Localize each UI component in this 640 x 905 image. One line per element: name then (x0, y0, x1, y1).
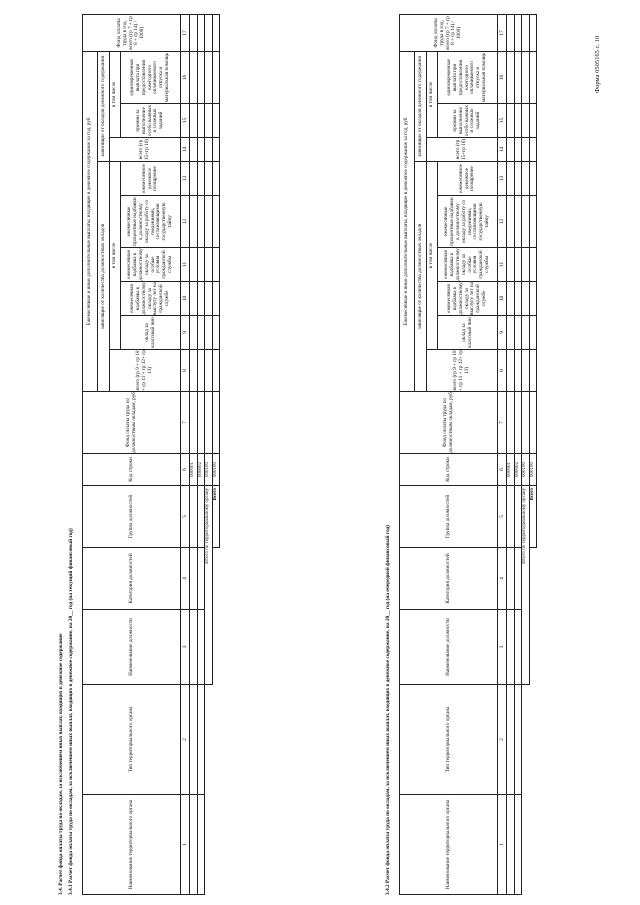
form-label: Форма 0505165 с. 10 (594, 35, 601, 93)
header-state-secret-bonus: ежемесячные процентные надбавки к должно… (120, 195, 181, 248)
header-including: в том числе (109, 161, 121, 350)
table-row: 000002 (514, 14, 522, 895)
header-row-code: Код строки (399, 453, 498, 486)
header-total-8: всего (гр 9 + гр 10 + гр 11 + гр 12+ гр … (426, 349, 498, 392)
total-row-label: Итого по территориальному органу (204, 485, 212, 685)
header-vacation-payment: единовременная выплата при предоставлени… (437, 51, 498, 104)
header-position-category: Категория должностей (399, 547, 498, 610)
header-vacation-payment: единовременная выплата при предоставлени… (120, 51, 181, 104)
header-org-type: Тип территориального органа (82, 684, 181, 795)
row-code: 000001 (189, 453, 197, 486)
header-state-secret-bonus: ежемесячные процентные надбавки к должно… (437, 195, 498, 248)
header-org-name: Наименование территориального органа (82, 794, 181, 895)
header-total-8: всего (гр 9 + гр 10 + гр 11 + гр 12+ гр … (109, 349, 181, 392)
section-title: 3.4. Расчет фонда оплаты труда по оклада… (58, 633, 64, 895)
header-total-14: всего (гр 15+гр 16) (426, 137, 498, 162)
header-position-group: Группа должностей (82, 485, 181, 548)
header-monthly-incentive: ежемесячное денежное поощрение (437, 161, 498, 196)
row-code: 000001 (506, 453, 514, 486)
header-row-code: Код строки (82, 453, 181, 486)
header-position-group: Группа должностей (399, 485, 498, 548)
header-including: в том числе (426, 161, 438, 350)
header-annual-fund: Фонд оплаты труда в год, всего (гр 7 + г… (399, 14, 498, 52)
header-seniority-bonus: ежемесячная надбавка к должностному окла… (120, 281, 181, 316)
column-numbers-row: 1 2 3 4 5 6 7 8 9 10 11 12 13 14 15 16 1… (497, 14, 507, 895)
header-monthly-payments: Ежемесячные и иные дополнительные выплат… (82, 51, 98, 392)
row-code: 000002 (197, 453, 205, 486)
table-row: 000002 (197, 14, 205, 895)
header-monthly-incentive: ежемесячное денежное поощрение (120, 161, 181, 196)
grand-total-row: Всего 900100 (212, 14, 220, 894)
header-salary-fund: Фонд оплаты труда по должностным окладам… (399, 391, 498, 454)
header-position-name: Наименование должности (399, 609, 498, 685)
header-special-conditions-bonus: ежемесячная надбавка к должностному окла… (437, 247, 498, 282)
table2-title: 3.4.2 Расчет фонда оплаты труда по оклад… (385, 524, 391, 895)
grand-total-label: Всего (212, 485, 220, 548)
header-including-2: в том числе (109, 51, 121, 138)
header-org-name: Наименование территориального органа (399, 794, 498, 895)
header-total-14: всего (гр 15+гр 16) (109, 137, 181, 162)
header-org-type: Тип территориального органа (399, 684, 498, 795)
header-position-category: Категория должностей (82, 547, 181, 610)
row-code: 900100 (212, 453, 220, 486)
grand-total-row: Всего 900100 (529, 14, 537, 894)
total-row: Итого по территориальному органу 000100 (521, 14, 529, 894)
table-row: 000001 (506, 14, 514, 895)
total-row: Итого по территориальному органу 000100 (204, 14, 212, 894)
header-seniority-bonus: ежемесячная надбавка к должностному окла… (437, 281, 498, 316)
row-code: 900100 (529, 453, 537, 486)
header-special-tasks-bonus: премии за выполнение особо важных и слож… (120, 103, 181, 138)
row-code: 000100 (204, 453, 212, 486)
header-position-name: Наименование должности (82, 609, 181, 685)
salary-fund-table-next-year: Наименование территориального органа Тип… (399, 14, 537, 895)
column-numbers-row: 1 2 3 4 5 6 7 8 9 10 11 12 13 14 15 16 1… (180, 14, 190, 895)
total-row-label: Итого по территориальному органу (521, 485, 529, 685)
header-annual-fund: Фонд оплаты труда в год, всего (гр 7 + г… (82, 14, 181, 52)
header-including-2: в том числе (426, 51, 438, 138)
row-code: 000002 (514, 453, 522, 486)
salary-fund-table-current-year: Наименование территориального органа Тип… (82, 14, 220, 895)
header-class-rank-salary: оклад за классный чин (120, 315, 181, 350)
header-dependent-salary: зависящие от количества должностных окла… (97, 161, 110, 392)
header-special-tasks-bonus: премии за выполнение особо важных и слож… (437, 103, 498, 138)
table-row: 000001 (189, 14, 197, 895)
row-code: 000100 (521, 453, 529, 486)
header-class-rank-salary: оклад за классный чин (437, 315, 498, 350)
grand-total-label: Всего (529, 485, 537, 548)
header-salary-fund: Фонд оплаты труда по должностным окладам… (82, 391, 181, 454)
header-dependent-salary: зависящие от количества должностных окла… (414, 161, 427, 392)
header-dependent-salary-content: зависящие от окладов денежного содержани… (97, 51, 110, 162)
table1-title: 3.4.1 Расчет фонда оплаты труда по оклад… (68, 528, 74, 895)
header-special-conditions-bonus: ежемесячная надбавка к должностному окла… (120, 247, 181, 282)
header-monthly-payments: Ежемесячные и иные дополнительные выплат… (399, 51, 415, 392)
header-dependent-salary-content: зависящие от окладов денежного содержани… (414, 51, 427, 162)
